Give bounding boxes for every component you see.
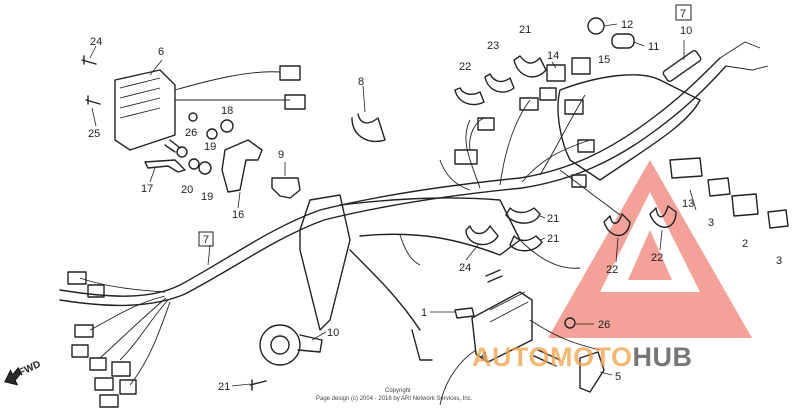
callout-24-top: 24 — [90, 36, 102, 48]
callout-22-lower: 24 — [459, 262, 471, 274]
bolt-parts — [81, 55, 101, 105]
frame-outline — [299, 74, 701, 361]
callout-7-top: 7 — [680, 8, 686, 20]
callout-21-top: 21 — [519, 24, 531, 36]
band-parts-right — [603, 205, 677, 237]
callout-3-lower: 3 — [776, 255, 782, 267]
callout-20-bottom: 20 — [181, 184, 193, 196]
callout-labels: 24 6 25 26 18 19 17 20 19 16 9 8 7 7 10 … — [88, 4, 782, 393]
copyright-title: Copyright — [385, 388, 411, 394]
bracket-18-part — [144, 159, 186, 173]
callout-25: 26 — [185, 127, 197, 139]
copyright-line: Page design (c) 2004 - 2016 by ARI Netwo… — [316, 396, 473, 402]
ignition-coil-part — [439, 291, 601, 406]
regulator-rectifier-part — [114, 65, 306, 151]
stud-1-part — [454, 307, 475, 319]
small-hardware-parts — [164, 112, 234, 175]
fwd-arrow: FWD — [4, 359, 43, 386]
callout-19-bottom: 19 — [201, 191, 213, 203]
callout-7-left: 7 — [203, 234, 209, 246]
fwd-label: FWD — [17, 359, 42, 379]
callout-23: 21 — [218, 381, 230, 393]
callout-19-top: 18 — [221, 105, 233, 117]
callout-10: 9 — [278, 149, 284, 161]
callout-12: 11 — [648, 41, 659, 53]
screw-26-parts — [533, 317, 576, 367]
callout-20-top: 19 — [204, 141, 216, 153]
callout-11: 10 — [327, 327, 339, 339]
bolt-22-lower-part — [485, 269, 503, 283]
callout-21-right-a: 22 — [606, 264, 618, 276]
callout-16: 13 — [682, 198, 694, 210]
leader-lines — [89, 23, 697, 387]
bolt-23-part — [249, 379, 267, 391]
clip-10-part — [271, 177, 301, 199]
callout-18: 17 — [141, 183, 153, 195]
callout-21-mid-lower: 21 — [547, 233, 559, 245]
callout-7-box-left: 7 — [198, 231, 214, 247]
callout-4: 4 — [481, 350, 487, 362]
watermark-triangle — [548, 160, 752, 338]
callout-6: 6 — [158, 46, 164, 58]
callout-15: 15 — [598, 54, 610, 66]
callout-22-mid: 23 — [487, 40, 499, 52]
svg-text:AUTOMOTOHUB: AUTOMOTOHUB — [472, 342, 693, 372]
callout-9: 8 — [358, 76, 364, 88]
callout-24-bottom: 25 — [88, 128, 100, 140]
callout-3-upper: 3 — [708, 217, 714, 229]
callout-21-right-b: 22 — [651, 252, 663, 264]
left-harness-branches — [67, 271, 171, 408]
callout-14: 14 — [547, 50, 559, 62]
watermark-logo — [548, 160, 752, 338]
watermark-auto: AUTO — [472, 342, 550, 372]
band-parts-top — [454, 55, 547, 106]
strap-9-part — [351, 113, 386, 142]
callout-26-right: 26 — [598, 319, 610, 331]
callout-8: 10 — [680, 25, 692, 37]
callout-13: 12 — [621, 19, 633, 31]
plug-cap-part — [579, 351, 605, 393]
callout-1: 1 — [421, 307, 427, 319]
bracket-17-part — [221, 139, 263, 193]
callout-5: 5 — [615, 371, 621, 383]
callout-2: 2 — [742, 238, 748, 250]
band-parts-middle — [465, 207, 543, 252]
watermark-text: AUTOMOTOHUB — [472, 342, 693, 372]
callout-21-mid-upper: 21 — [547, 213, 559, 225]
fwd-arrow-icon — [4, 366, 22, 386]
callout-7-box-top: 7 — [675, 4, 692, 21]
watermark-hub: HUB — [633, 342, 693, 372]
relay-parts — [669, 157, 789, 229]
callout-17: 16 — [232, 209, 244, 221]
horn-part — [259, 324, 323, 366]
watermark-moto: MOTO — [550, 342, 633, 372]
main-wire-harness — [59, 41, 769, 307]
callout-22-left: 22 — [459, 61, 471, 73]
center-connectors — [439, 87, 595, 191]
